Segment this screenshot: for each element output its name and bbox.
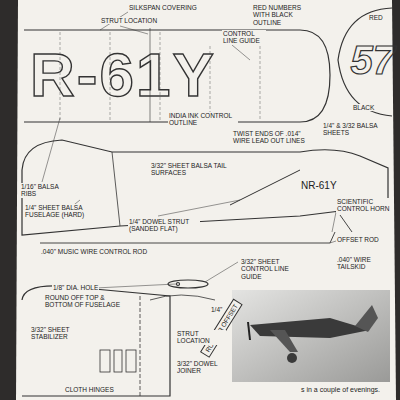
fuselage-section bbox=[150, 295, 215, 300]
dowel-strut bbox=[230, 170, 300, 205]
hinge-line bbox=[140, 296, 141, 396]
control-horn bbox=[330, 232, 335, 243]
callout-label: 1/8" DIA. HOLE bbox=[52, 284, 99, 291]
wing-outline bbox=[24, 30, 330, 122]
hole bbox=[177, 283, 180, 286]
callout-label: s in a couple of evenings. bbox=[300, 386, 381, 394]
paper-sheet bbox=[16, 0, 396, 400]
tail-joint bbox=[112, 152, 120, 226]
callout-label: SILKSPAN COVERING bbox=[128, 4, 198, 11]
tailskid bbox=[340, 215, 352, 232]
callout-label: 3/32" DOWEL JOINER bbox=[176, 360, 228, 375]
callout-label: RED bbox=[368, 14, 384, 21]
photo bbox=[232, 290, 390, 382]
callout-label: 1/4" SHEET BALSA FUSELAGE (HARD) bbox=[24, 204, 86, 219]
callout-label: 1/4" DOWEL STRUT (SANDED FLAT) bbox=[128, 218, 200, 233]
callout-label: BLACK bbox=[352, 104, 375, 111]
callout-label: 3/32" SHEET STABILIZER bbox=[30, 326, 92, 341]
callout-label: CONTROL LINE GUIDE bbox=[222, 30, 266, 45]
registration-number: 57 bbox=[350, 40, 397, 80]
callout-label: .040" WIRE TAILSKID bbox=[336, 256, 394, 271]
stabilizer-numbers bbox=[100, 350, 136, 372]
callout-label: .040" MUSIC WIRE CONTROL ROD bbox=[40, 248, 148, 255]
callout-label: CLOTH HINGES bbox=[64, 386, 115, 393]
callout-label: STRUT LOCATION bbox=[100, 17, 158, 24]
registration-number: R-61Y bbox=[30, 44, 216, 106]
fuselage-outline bbox=[22, 140, 388, 235]
callout-label: STRUT LOCATION bbox=[176, 330, 226, 345]
control-rod bbox=[40, 243, 330, 244]
callout-label: 1/4" & 3/32 BALSA SHEETS bbox=[322, 122, 390, 137]
callout-label: 3/32" SHEET BALSA TAIL SURFACES bbox=[150, 162, 234, 177]
callout-label: 1/16" BALSA RIBS bbox=[20, 183, 74, 198]
callout-label: 3/32" SHEET CONTROL LINE GUIDE bbox=[240, 258, 312, 280]
callout-label: RED NUMBERS WITH BLACK OUTLINE bbox=[252, 4, 312, 26]
callout-label: 1/4" bbox=[210, 306, 223, 313]
plane-photo bbox=[248, 305, 378, 363]
callout-label: OFFSET ROD bbox=[336, 236, 380, 243]
stabilizer-outline bbox=[22, 286, 170, 396]
callout-label: NR-61Y bbox=[300, 180, 338, 192]
callout-label: SCIENTIFIC CONTROL HORN bbox=[336, 198, 394, 213]
callout-label: TWIST ENDS OF .014" WIRE LEAD OUT LINES bbox=[232, 130, 308, 145]
callout-label: ROUND OFF TOP & BOTTOM OF FUSELAGE bbox=[44, 294, 126, 309]
callout-label: INDIA INK CONTROL OUTLINE bbox=[168, 112, 238, 127]
